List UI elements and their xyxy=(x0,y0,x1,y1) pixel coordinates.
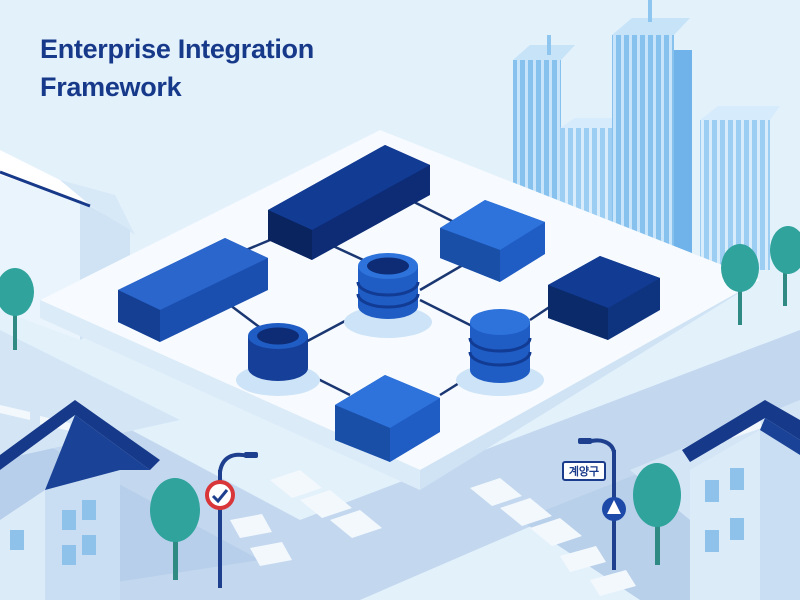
tree-icon xyxy=(770,226,800,306)
page-title: Enterprise Integration Framework xyxy=(40,30,314,106)
tree-icon xyxy=(633,463,681,565)
database-icon[interactable] xyxy=(248,323,308,381)
service-node[interactable] xyxy=(440,200,545,282)
service-node[interactable] xyxy=(118,238,268,342)
street-name-label: 계양구 xyxy=(569,464,599,478)
title-line-2: Framework xyxy=(40,72,182,102)
triangle-warning-sign-icon xyxy=(602,497,626,521)
house-icon xyxy=(682,400,800,600)
database-icon[interactable] xyxy=(468,309,532,383)
database-icon[interactable] xyxy=(356,253,420,319)
tree-icon xyxy=(0,268,34,350)
tree-icon xyxy=(150,478,200,580)
service-node[interactable] xyxy=(268,145,430,260)
tree-icon xyxy=(721,244,759,325)
title-line-1: Enterprise Integration xyxy=(40,34,314,64)
house-icon xyxy=(0,400,160,600)
street-name-sign: 계양구 xyxy=(562,461,606,481)
service-node[interactable] xyxy=(335,375,440,462)
service-node[interactable] xyxy=(548,256,660,340)
no-entry-sign-icon xyxy=(205,480,235,510)
street-lamp-icon xyxy=(218,452,258,588)
